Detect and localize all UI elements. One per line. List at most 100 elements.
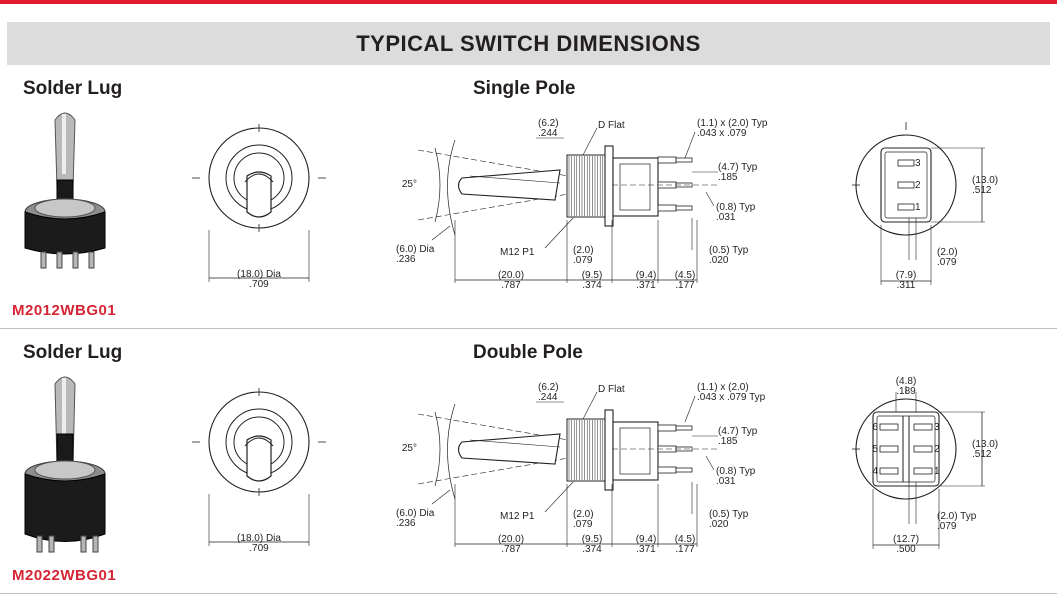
section-type-label: Solder Lug [23, 78, 123, 99]
leader-line [544, 217, 574, 249]
front-dia-label: .709 [249, 279, 269, 290]
terminal-thickness-label: .031 [716, 212, 736, 223]
lever-arc [447, 403, 456, 500]
rear-width-label: .311 [897, 280, 916, 291]
rear-body-inner [884, 151, 928, 219]
terminal-size-label: (1.1) x (2.0) Typ [697, 118, 768, 129]
rear-outer-circle [855, 134, 957, 236]
terminal-number: 4 [872, 466, 878, 477]
pin-shape [40, 251, 47, 269]
section-pole-label: Single Pole [473, 78, 576, 99]
lug-length-label: (4.5) [675, 270, 696, 281]
lever-highlight [62, 114, 66, 174]
terminal-gap-label: .020 [709, 255, 729, 266]
angle-arc [434, 147, 441, 223]
leader-line [582, 391, 598, 420]
front-outer-circle [208, 391, 310, 493]
rear-width-label: (7.9) [896, 270, 917, 281]
rear-body-outline [872, 411, 940, 487]
terminal-number: 3 [915, 158, 921, 169]
thread-label: M12 P1 [500, 511, 535, 522]
rear-pitch-label: .079 [937, 257, 957, 268]
leader-line [544, 481, 574, 513]
terminal-length-label: (4.7) Typ [718, 162, 758, 173]
terminal-pad [897, 181, 915, 189]
body-outline [612, 157, 659, 217]
lever-edge [469, 175, 561, 184]
pin-shape [88, 251, 95, 269]
part-number: M2022WBG01 [12, 567, 117, 584]
flange-label: (2.0) [573, 509, 594, 520]
terminal-number: 5 [872, 444, 878, 455]
page-title: TYPICAL SWITCH DIMENSIONS [7, 22, 1050, 65]
pin-shape [80, 535, 87, 553]
bushing-dia-label: (6.2) [538, 118, 559, 129]
body-shape [24, 473, 106, 542]
bushing-dia-label: .244 [538, 128, 558, 139]
terminal-tip [675, 467, 693, 473]
leader-line [705, 455, 715, 471]
section-divider [0, 328, 1057, 329]
terminal-outline [657, 204, 677, 212]
terminal-number: 1 [934, 466, 940, 477]
flange-outline [604, 409, 614, 491]
terminal-outline [657, 156, 677, 164]
terminal-size-label: .043 x .079 [697, 128, 747, 139]
rear-body-inner [876, 415, 936, 483]
front-dia-label: (18.0) Dia [237, 269, 281, 280]
terminal-size-label: (1.1) x (2.0) [697, 382, 749, 393]
lever-base-outline [244, 173, 274, 183]
swing-line [417, 149, 621, 186]
rear-width-label: .500 [896, 544, 916, 555]
terminal-pad [897, 159, 915, 167]
lever-outline [457, 169, 561, 201]
section-divider [0, 593, 1057, 594]
terminal-thickness-label: (0.8) Typ [716, 202, 756, 213]
d-flat-label: D Flat [598, 120, 625, 131]
lever-highlight [62, 378, 66, 438]
leader-line [431, 225, 451, 241]
bushing-dia-label: .244 [538, 392, 558, 403]
pin-shape [48, 535, 55, 553]
bushing-length-label: (9.5) [582, 270, 603, 281]
rear-pitch-label: .079 [937, 521, 957, 532]
body-length-label: (9.4) [636, 270, 657, 281]
lever-length-label: (20.0) [498, 534, 524, 545]
switch-photo [24, 376, 106, 553]
tip-dia-label: (6.0) Dia [396, 508, 435, 519]
terminal-thickness-label: .031 [716, 476, 736, 487]
terminal-tip [675, 425, 693, 431]
body-length-label: .371 [636, 280, 656, 291]
part-number: M2012WBG01 [12, 302, 117, 319]
bushing-dia-label: (6.2) [538, 382, 559, 393]
terminal-number: 2 [934, 444, 940, 455]
terminal-thickness-label: (0.8) Typ [716, 466, 756, 477]
lever-length-label: .787 [501, 280, 521, 291]
bushing-shape [56, 433, 74, 465]
leader-line [684, 131, 696, 159]
tip-dia-label: .236 [396, 254, 416, 265]
rear-pitch-label: (2.0) [937, 247, 958, 258]
pin-shape [92, 535, 99, 553]
front-dia-label: .709 [249, 543, 269, 554]
bushing-length-label: .374 [582, 544, 602, 555]
lever-length-label: (20.0) [498, 270, 524, 281]
thread-label: M12 P1 [500, 247, 535, 258]
terminal-size-label: .043 x .079 Typ [697, 392, 766, 403]
washer-shape [34, 198, 96, 218]
angle-label: 25° [402, 443, 417, 454]
rear-top-label: (4.8) [896, 376, 917, 387]
swing-line [417, 448, 621, 485]
terminal-pad [913, 423, 933, 431]
front-outer-circle [208, 127, 310, 229]
pin-shape [36, 535, 43, 553]
lever-tip-outline [246, 171, 272, 218]
flange-label: (2.0) [573, 245, 594, 256]
terminal-pad [879, 467, 899, 475]
terminal-gap-label: (0.5) Typ [709, 509, 749, 520]
terminal-outline [657, 424, 677, 432]
terminal-length-label: .185 [718, 172, 738, 183]
terminal-pad [879, 445, 899, 453]
bushing-length-label: .374 [582, 280, 602, 291]
